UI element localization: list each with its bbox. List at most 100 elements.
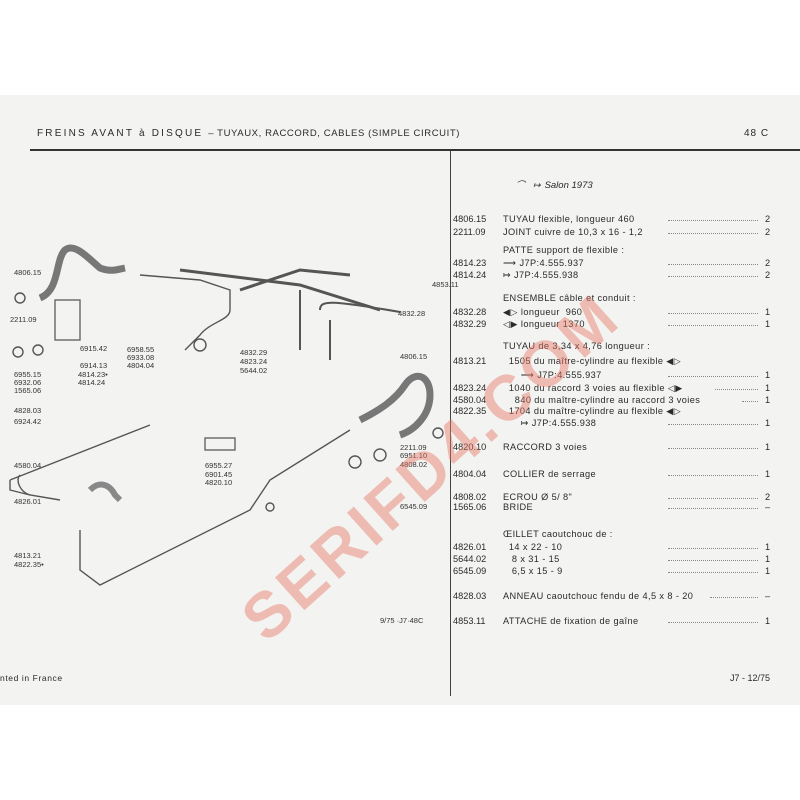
part-row: 4823.24 1040 du raccord 3 voies au flexi… [453,383,783,395]
part-callout: 4832.28 [398,309,426,318]
header-rule [30,149,800,151]
part-ref: 4814.24 [453,270,487,280]
part-row: 4813.21 1505 du maître-cylindre au flexi… [453,356,783,368]
parts-diagram [9,244,444,586]
part-quantity: 1 [765,418,771,428]
part-ref: 4813.21 [453,356,487,366]
salon-note: ⌒↦Salon 1973 [512,178,593,191]
part-callout: 4853.11 [432,280,459,289]
leader-dots [715,389,758,390]
part-description: PATTE support de flexible : [503,245,625,255]
part-ref: 5644.02 [453,554,487,564]
catalog-page [0,95,800,705]
salon-label: Salon 1973 [544,180,593,191]
part-ref: 6545.09 [453,566,487,576]
part-row: TUYAU de 3,34 x 4,76 longueur : [453,341,783,353]
part-description: ⟶ J7P:4.555.937 [503,370,602,380]
part-description: ↦ J7P:4.555.938 [503,418,597,428]
part-ref: 4814.23 [453,258,487,268]
part-description: 840 du maître-cylindre au raccord 3 voie… [503,395,701,405]
part-quantity: 2 [765,270,771,280]
part-description: ENSEMBLE câble et conduit : [503,293,636,303]
part-callout: 1565.06 [14,386,42,395]
part-callout: 4806.15 [14,268,42,277]
part-description: ◀▷ longueur 960 [503,307,583,317]
part-description: ↦ J7P:4.555.938 [503,270,579,280]
part-quantity: – [765,502,771,512]
leader-dots [668,264,758,265]
part-callout: 2211.09 [400,443,427,452]
part-ref: 4832.29 [453,319,487,329]
part-quantity: 1 [765,566,771,576]
part-description: JOINT cuivre de 10,3 x 16 - 1,2 [503,227,643,237]
part-callout: 4826.01 [14,497,42,506]
part-callout: 6932.06 [14,378,42,387]
part-ref: 2211.09 [453,227,486,237]
part-callout: 4828.03 [14,406,42,415]
part-callout: 6545.09 [400,502,428,511]
part-callout: 2211.09 [10,315,37,324]
part-callout: 6914.13 [80,361,108,370]
part-callout: 4832.29 [240,348,268,357]
part-ref: 4853.11 [453,616,486,626]
part-ref: 4822.35 [453,406,487,416]
part-description: ANNEAU caoutchouc fendu de 4,5 x 8 - 20 [503,591,694,601]
part-quantity: 2 [765,258,771,268]
part-ref: 4808.02 [453,492,487,502]
part-callout: 5644.02 [240,366,268,375]
part-row: ENSEMBLE câble et conduit : [453,293,783,305]
part-callout: 6951.10 [400,451,428,460]
part-ref: 4826.01 [453,542,487,552]
part-description: TUYAU de 3,34 x 4,76 longueur : [503,341,651,351]
footer-ref: J7 - 12/75 [730,673,771,683]
part-row: 4822.35 1704 du maître-cylindre au flexi… [453,406,783,418]
part-callout: 6901.45 [205,470,233,479]
leader-dots [668,276,758,277]
leader-dots [709,597,758,598]
part-quantity: 1 [765,307,771,317]
part-ref: 1565.06 [453,502,487,512]
part-ref: 4828.03 [453,591,487,601]
part-callout: 6915.42 [80,344,108,353]
part-quantity: 1 [765,554,771,564]
leader-dots [668,548,758,549]
part-callout: 4823.24 [240,357,268,366]
part-callout: 4806.15 [400,352,428,361]
header-title: FREINS AVANT à DISQUE [37,128,204,139]
part-callout: 4814.24 [78,378,106,387]
part-callout: 4813.21 [14,551,42,560]
part-callout: 4822.35• [14,560,44,569]
part-quantity: 1 [765,370,771,380]
part-quantity: 1 [765,442,771,452]
part-description: 1040 du raccord 3 voies au flexible ◁▶ [503,383,683,393]
part-description: TUYAU flexible, longueur 460 [503,214,635,224]
part-row: ↦ J7P:4.555.938 1 [453,418,783,430]
arrow-from-icon: ↦ [533,180,541,190]
column-divider [450,151,451,696]
leader-dots [668,572,758,573]
part-description: 14 x 22 - 10 [503,542,563,552]
part-row: 4814.24 ↦ J7P:4.555.938 2 [453,270,783,282]
part-description: 6,5 x 15 - 9 [503,566,563,576]
part-callout: 4808.02 [400,460,428,469]
leader-dots [668,498,758,499]
leader-dots [668,622,758,623]
part-quantity: 1 [765,616,771,626]
part-row: 6545.09 6,5 x 15 - 9 1 [453,566,783,578]
diagram-code: 9/75 ·J7·48C [380,616,424,625]
leader-dots [668,475,758,476]
header-subtitle: – TUYAUX, RACCORD, CABLES (SIMPLE CIRCUI… [208,128,461,139]
part-description: ECROU Ø 5/ 8" [503,492,573,502]
part-row: PATTE support de flexible : [453,245,783,257]
part-description: ŒILLET caoutchouc de : [503,529,613,539]
part-row: 4580.04 840 du maître-cylindre au raccor… [453,395,783,407]
leader-dots [741,401,758,402]
